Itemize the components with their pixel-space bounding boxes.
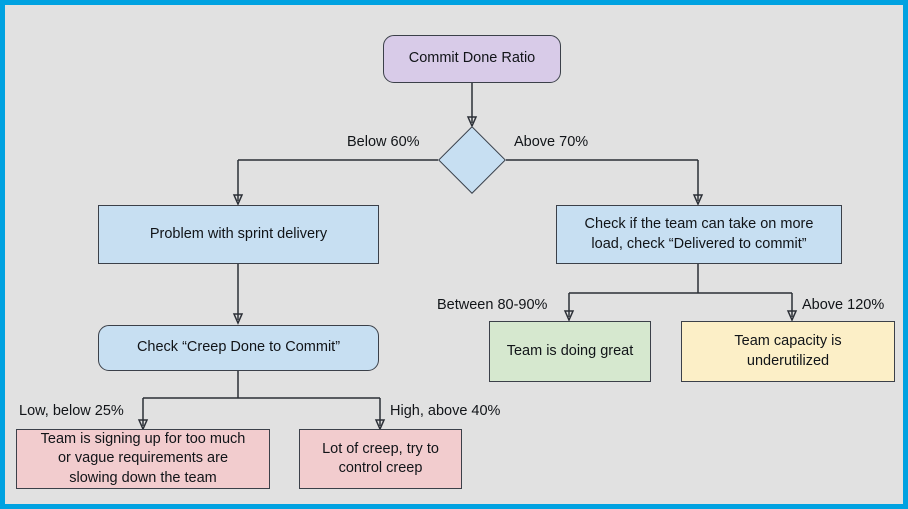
- edge-load-split: [569, 264, 792, 294]
- node-decision-diamond[interactable]: [438, 126, 506, 194]
- node-team-capacity-underutilized[interactable]: Team capacity is underutilized: [681, 321, 895, 382]
- node-label: Check “Creep Done to Commit”: [136, 339, 341, 356]
- arrowhead-check-load: [692, 194, 704, 206]
- arrowhead-capacity: [786, 310, 798, 322]
- node-problem-with-sprint-delivery[interactable]: Problem with sprint delivery: [98, 205, 379, 264]
- arrowhead-decision: [466, 116, 478, 128]
- node-label-line1: Team is signing up for too much: [40, 431, 246, 448]
- edge-creep-split: [143, 371, 380, 399]
- node-label-line1: Team capacity is: [734, 333, 842, 350]
- node-label-line2: load, check “Delivered to commit”: [591, 235, 807, 252]
- node-commit-done-ratio[interactable]: Commit Done Ratio: [383, 35, 561, 83]
- node-team-is-doing-great[interactable]: Team is doing great: [489, 321, 651, 382]
- node-label-line1: Lot of creep, try to: [322, 440, 439, 457]
- node-label-line2: underutilized: [746, 352, 830, 369]
- node-check-creep-done-to-commit[interactable]: Check “Creep Done to Commit”: [98, 325, 379, 371]
- node-label: Commit Done Ratio: [408, 50, 536, 67]
- arrowhead-doing-great: [563, 310, 575, 322]
- arrowhead-signing-up: [137, 419, 149, 431]
- node-label-line2: or vague requirements are: [57, 450, 229, 467]
- node-signing-up-too-much[interactable]: Team is signing up for too much or vague…: [16, 429, 270, 489]
- node-label-line2: control creep: [338, 460, 423, 476]
- edge-label-high-above-40: High, above 40%: [390, 403, 501, 419]
- node-label: Problem with sprint delivery: [149, 225, 328, 242]
- edge-label-between-80-90: Between 80-90%: [437, 297, 548, 313]
- edge-label-above-120: Above 120%: [802, 297, 885, 313]
- node-lot-of-creep[interactable]: Lot of creep, try to control creep: [299, 429, 462, 489]
- edge-label-below-60: Below 60%: [347, 134, 420, 150]
- edge-label-low-below-25: Low, below 25%: [19, 403, 124, 419]
- node-label-line1: Check if the team can take on more: [584, 216, 814, 233]
- node-label-line3: slowing down the team: [69, 469, 217, 486]
- arrowhead-lot-creep: [374, 419, 386, 431]
- arrowhead-problem: [232, 194, 244, 206]
- node-check-more-load[interactable]: Check if the team can take on more load,…: [556, 205, 842, 264]
- arrowhead-creep: [232, 313, 244, 325]
- node-label: Team is doing great: [506, 342, 634, 359]
- edge-label-above-70: Above 70%: [514, 134, 589, 150]
